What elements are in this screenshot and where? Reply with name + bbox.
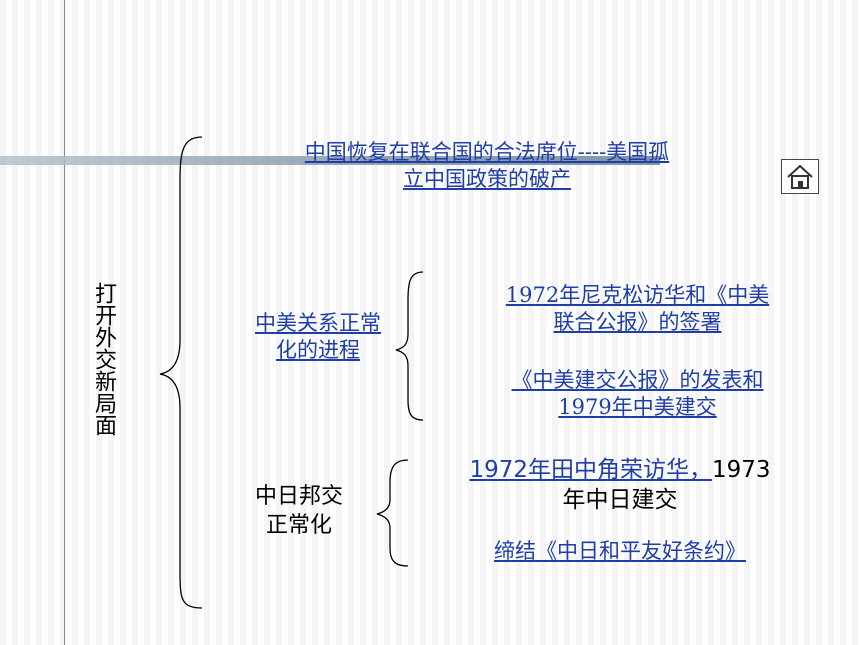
tanaka-link[interactable]: 1972年田中角荣访华， — [469, 457, 712, 483]
establish-link-line2[interactable]: 1979年中美建交 — [558, 395, 717, 419]
tanaka-line2: 年中日建交 — [562, 487, 678, 513]
sino-jp-brace — [376, 459, 409, 567]
un-seat-link-line2[interactable]: 立中国政策的破产 — [403, 167, 571, 191]
treaty-text[interactable]: 缔结《中日和平友好条约》 — [430, 538, 810, 565]
treaty-link[interactable]: 缔结《中日和平友好条约》 — [494, 539, 746, 563]
sino-us-text[interactable]: 中美关系正常 化的进程 — [228, 310, 408, 364]
home-icon — [787, 164, 813, 189]
main-brace — [159, 136, 203, 609]
establish-ties-text[interactable]: 《中美建交公报》的发表和 1979年中美建交 — [455, 367, 820, 421]
nixon-link-line2[interactable]: 联合公报》的签署 — [553, 310, 722, 334]
establish-link-line1[interactable]: 《中美建交公报》的发表和 — [511, 368, 764, 392]
sino-us-link-line1[interactable]: 中美关系正常 — [255, 311, 381, 335]
sino-us-link-line2[interactable]: 化的进程 — [276, 338, 360, 362]
sino-us-brace — [395, 271, 424, 421]
sino-jp-line2: 正常化 — [265, 513, 332, 538]
main-title: 打开外交新局面 — [91, 282, 116, 436]
un-seat-text[interactable]: 中国恢复在联合国的合法席位----美国孤 立中国政策的破产 — [222, 139, 752, 193]
left-guide-line — [64, 0, 65, 645]
sino-jp-line1: 中日邦交 — [254, 484, 343, 509]
nixon-visit-text[interactable]: 1972年尼克松访华和《中美 联合公报》的签署 — [455, 282, 820, 336]
tanaka-visit-text[interactable]: 1972年田中角荣访华，1973 年中日建交 — [420, 455, 820, 515]
sino-jp-text: 中日邦交 正常化 — [228, 482, 370, 540]
tanaka-year: 1973 — [712, 457, 771, 483]
header-band — [0, 156, 660, 165]
nixon-link-line1[interactable]: 1972年尼克松访华和《中美 — [505, 283, 770, 307]
un-seat-link-line1[interactable]: 中国恢复在联合国的合法席位----美国孤 — [304, 140, 670, 164]
home-button[interactable] — [781, 159, 819, 194]
